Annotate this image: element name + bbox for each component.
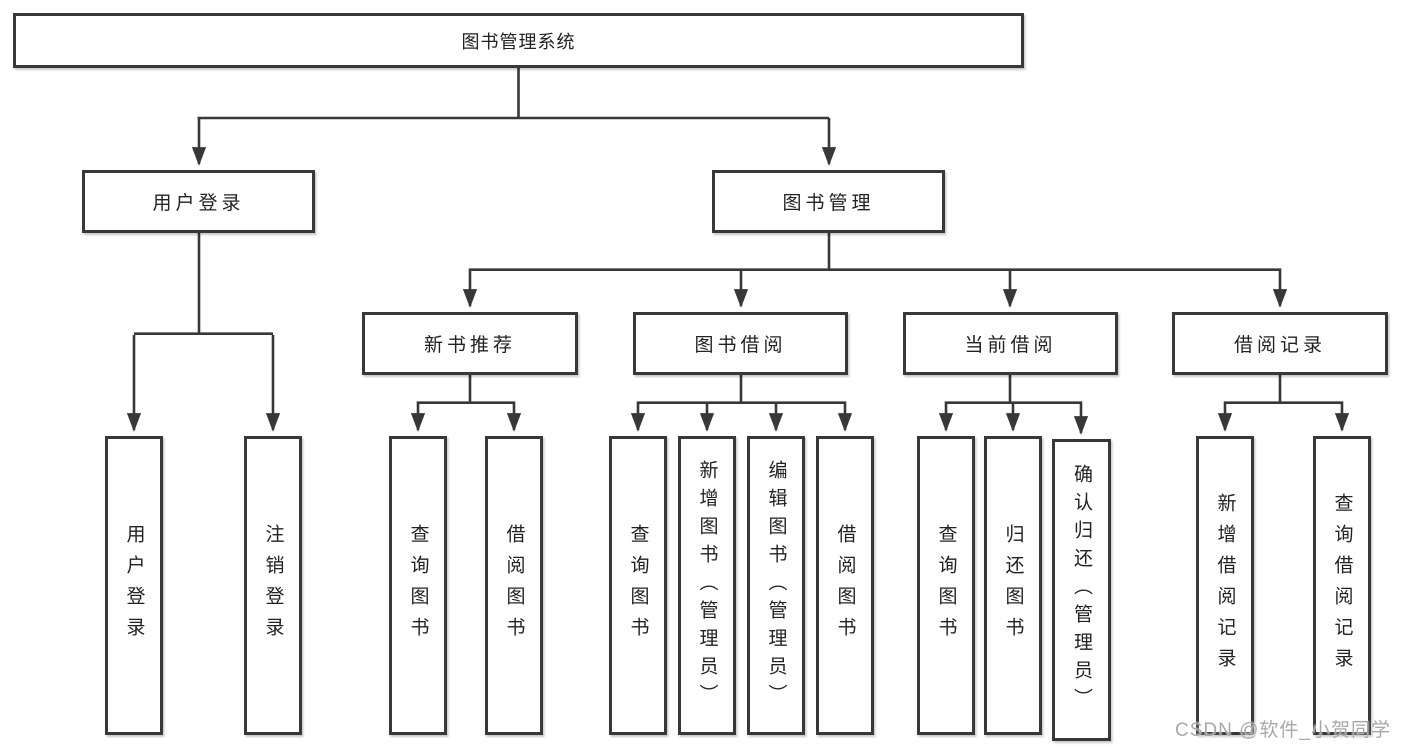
node-book-management: 图书管理 [712, 170, 945, 233]
leaf-current-confirm-return-admin: 确认归还（管理员） [1052, 439, 1111, 741]
node-current-borrowing: 当前借阅 [903, 312, 1118, 375]
leaf-current-query-books: 查询图书 [917, 436, 975, 735]
leaf-borrowing-add-book-admin: 新增图书（管理员） [678, 436, 736, 735]
leaf-records-query-borrow-record: 查询借阅记录 [1313, 436, 1371, 735]
leaf-user-login: 用户登录 [105, 436, 163, 735]
watermark-csdn: CSDN @软件_小贺同学 [1175, 720, 1391, 741]
leaf-current-return-books: 归还图书 [984, 436, 1042, 735]
leaf-records-add-borrow-record: 新增借阅记录 [1196, 436, 1254, 735]
leaf-borrowing-edit-book-admin: 编辑图书（管理员） [747, 436, 805, 735]
node-borrowing-records: 借阅记录 [1172, 312, 1388, 375]
leaf-borrowing-query-books: 查询图书 [609, 436, 667, 735]
node-user-login: 用户登录 [82, 170, 315, 233]
leaf-newbook-query-books: 查询图书 [389, 436, 447, 735]
node-book-borrowing: 图书借阅 [633, 312, 848, 375]
leaf-logout: 注销登录 [244, 436, 302, 735]
node-library-management-system: 图书管理系统 [13, 13, 1024, 68]
leaf-newbook-borrow-books: 借阅图书 [485, 436, 543, 735]
node-new-book-recommendation: 新书推荐 [362, 312, 578, 375]
leaf-borrowing-borrow-books: 借阅图书 [816, 436, 874, 735]
